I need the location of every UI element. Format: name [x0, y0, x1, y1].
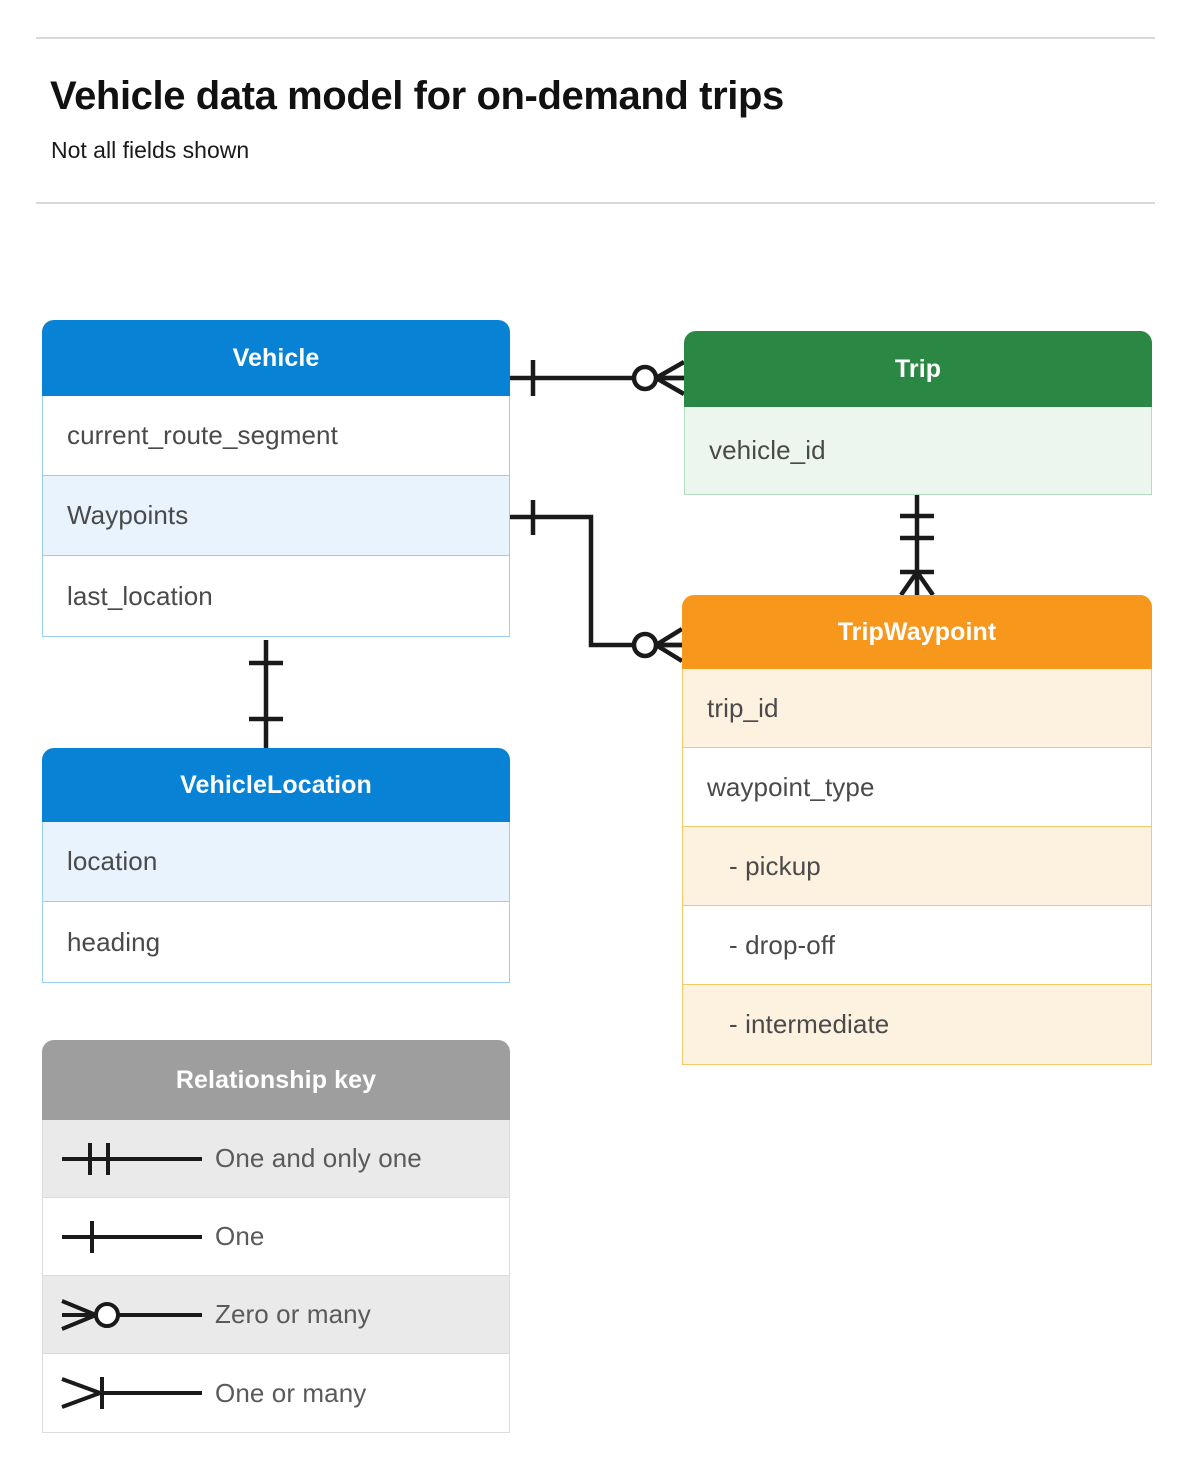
- legend-item-one-and-only-one: One and only one: [43, 1120, 509, 1198]
- entity-vehiclelocation-fields: location heading: [42, 822, 510, 983]
- legend-item-zero-or-many: Zero or many: [43, 1276, 509, 1354]
- legend-item-one: One: [43, 1198, 509, 1276]
- field-waypoints[interactable]: Waypoints: [43, 476, 509, 556]
- entity-vehiclelocation[interactable]: VehicleLocation location heading: [42, 748, 510, 983]
- entity-vehicle[interactable]: Vehicle current_route_segment Waypoints …: [42, 320, 510, 637]
- field-waypoint-type-pickup[interactable]: - pickup: [683, 827, 1151, 906]
- entity-vehiclelocation-title: VehicleLocation: [42, 748, 510, 822]
- one-or-many-icon: [55, 1363, 215, 1423]
- header-top-divider: [36, 37, 1155, 39]
- entity-tripwaypoint-title: TripWaypoint: [682, 595, 1152, 669]
- one-and-only-one-icon: [55, 1129, 215, 1189]
- legend-label-zero-or-many: Zero or many: [215, 1299, 371, 1329]
- legend-label-one-or-many: One or many: [215, 1377, 367, 1408]
- entity-vehicle-title: Vehicle: [42, 320, 510, 396]
- entity-tripwaypoint-fields: trip_id waypoint_type - pickup - drop-of…: [682, 669, 1152, 1065]
- legend-title: Relationship key: [42, 1040, 510, 1120]
- field-waypoint-type-drop-off[interactable]: - drop-off: [683, 906, 1151, 985]
- relationship-key-legend: Relationship key One and only one: [42, 1040, 510, 1433]
- page-title: Vehicle data model for on-demand trips: [50, 74, 784, 118]
- entity-trip-fields: vehicle_id: [684, 407, 1152, 495]
- field-waypoint-type-intermediate[interactable]: - intermediate: [683, 985, 1151, 1064]
- field-vehicle-id[interactable]: vehicle_id: [685, 407, 1151, 494]
- header-bottom-divider: [36, 202, 1155, 204]
- legend-label-one-and-only-one: One and only one: [215, 1143, 422, 1173]
- connector-vehicle-vehiclelocation: [249, 640, 283, 748]
- page-subtitle: Not all fields shown: [51, 137, 250, 163]
- field-last-location[interactable]: last_location: [43, 556, 509, 636]
- legend-label-one: One: [215, 1221, 265, 1251]
- one-icon: [55, 1207, 215, 1267]
- legend-item-one-or-many: One or many: [43, 1354, 509, 1432]
- legend-rows: One and only one One: [42, 1120, 510, 1433]
- field-waypoint-type[interactable]: waypoint_type: [683, 748, 1151, 827]
- field-trip-id[interactable]: trip_id: [683, 669, 1151, 748]
- zero-or-many-icon: [55, 1285, 215, 1345]
- entity-trip[interactable]: Trip vehicle_id: [684, 331, 1152, 495]
- connector-waypoints-tripwaypoint: [510, 500, 684, 663]
- connector-vehicle-trip: [510, 360, 686, 396]
- entity-tripwaypoint[interactable]: TripWaypoint trip_id waypoint_type - pic…: [682, 595, 1152, 1065]
- field-current-route-segment[interactable]: current_route_segment: [43, 396, 509, 476]
- entity-trip-title: Trip: [684, 331, 1152, 407]
- connector-trip-tripwaypoint: [899, 494, 935, 597]
- entity-vehicle-fields: current_route_segment Waypoints last_loc…: [42, 396, 510, 637]
- field-location[interactable]: location: [43, 822, 509, 902]
- field-heading[interactable]: heading: [43, 902, 509, 982]
